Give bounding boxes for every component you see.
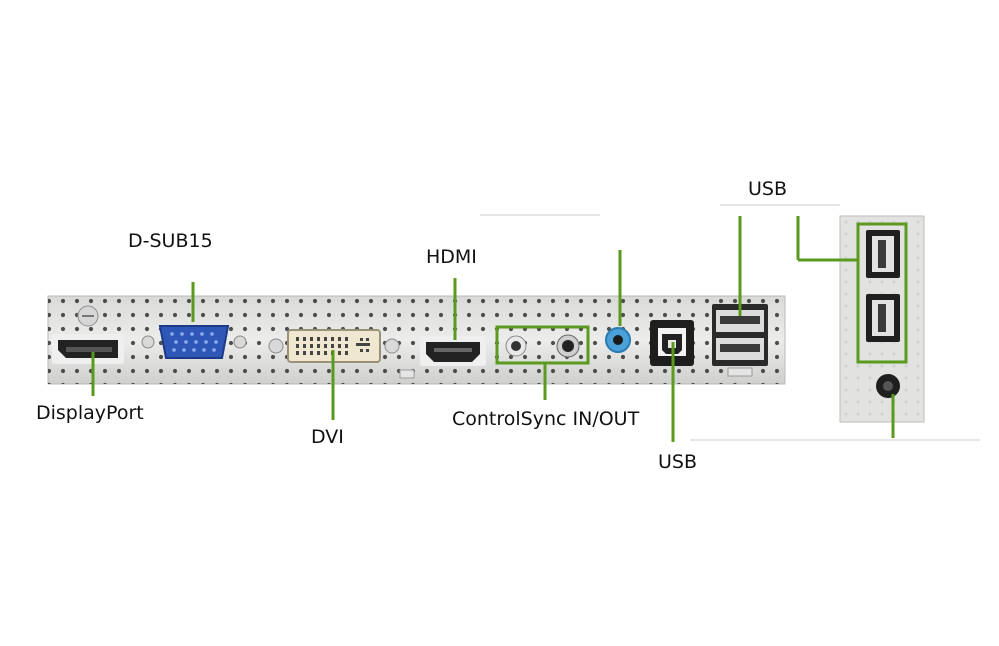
label-controlsync: ControlSync IN/OUT: [452, 408, 640, 430]
label-usb-back: USB: [658, 451, 698, 473]
label-usb-side: USB: [748, 178, 788, 200]
audio-jack-icon: [605, 327, 631, 353]
usb-a-side-ports-icon: [866, 230, 900, 342]
callout-lines: [91, 216, 908, 442]
displayport-connector-icon: [52, 334, 124, 364]
label-d-sub15: D-SUB15: [128, 230, 213, 252]
background-marks: [480, 204, 980, 441]
controlsync-jacks-icon: [505, 334, 580, 358]
screw-icon: [77, 305, 99, 327]
panel-latches: [399, 367, 753, 379]
label-dvi: DVI: [311, 426, 344, 448]
vga-connector-icon: [141, 325, 247, 359]
label-displayport: DisplayPort: [36, 402, 144, 424]
usb-a-rear-stack-icon: [712, 304, 768, 366]
hdmi-connector-icon: [420, 336, 486, 366]
label-hdmi: HDMI: [426, 246, 477, 268]
headphone-jack-icon: [876, 374, 900, 398]
dvi-connector-icon: [268, 329, 400, 363]
